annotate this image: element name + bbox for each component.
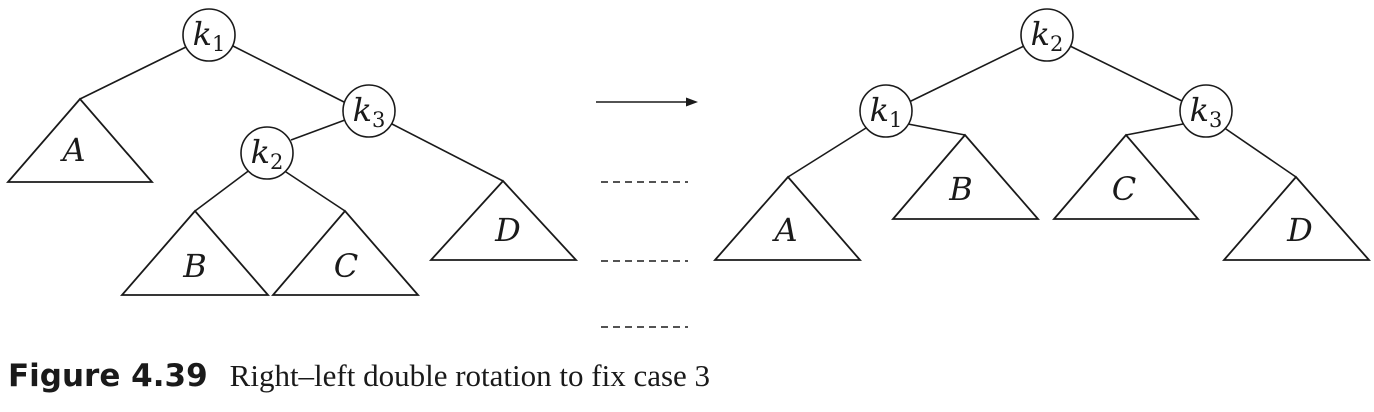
left-node-k2: k2 bbox=[240, 126, 294, 180]
right-edge-k3-D bbox=[1222, 126, 1297, 178]
right-edge-k1-A bbox=[787, 127, 867, 178]
left-node-k3-subscript: 3 bbox=[372, 108, 385, 132]
left-subtree-D-label: D bbox=[494, 211, 521, 249]
left-subtree-D-triangle bbox=[428, 179, 579, 261]
right-subtree-D-label: D bbox=[1286, 211, 1313, 249]
right-node-k1: k1 bbox=[859, 84, 913, 138]
svg-text:k1: k1 bbox=[193, 15, 226, 56]
left-edge-k2-B bbox=[194, 168, 252, 212]
left-subtree-A-triangle bbox=[6, 97, 154, 183]
left-tree: A B C D k1 k3 k2 bbox=[6, 8, 579, 296]
left-node-k3-letter: k bbox=[353, 91, 372, 129]
transform-arrow bbox=[596, 97, 698, 107]
svg-text:k1: k1 bbox=[870, 91, 903, 132]
right-edge-k1-B bbox=[907, 123, 966, 136]
right-node-k3-letter: k bbox=[1190, 91, 1209, 129]
left-edge-k2-C bbox=[282, 169, 346, 212]
right-subtree-B-label: B bbox=[948, 170, 973, 208]
left-subtree-C-triangle bbox=[271, 209, 420, 296]
right-node-k3: k3 bbox=[1179, 84, 1233, 138]
left-edge-k3-k2 bbox=[290, 119, 346, 141]
right-subtree-B-triangle bbox=[891, 133, 1040, 220]
right-edge-k2-k1 bbox=[908, 45, 1025, 103]
right-node-k3-subscript: 3 bbox=[1209, 108, 1222, 132]
arrow-head bbox=[686, 97, 698, 107]
left-subtree-A-label: A bbox=[59, 131, 85, 169]
right-subtree-D-triangle bbox=[1222, 175, 1371, 261]
svg-text:k3: k3 bbox=[1190, 91, 1223, 132]
right-node-k1-subscript: 1 bbox=[889, 108, 902, 132]
figure-caption: Figure 4.39 Right–left double rotation to… bbox=[8, 358, 710, 394]
left-node-k1: k1 bbox=[182, 8, 236, 62]
left-subtree-B-label: B bbox=[182, 247, 207, 285]
left-edge-k1-A bbox=[79, 46, 187, 100]
figure-label: Figure 4.39 bbox=[8, 358, 208, 394]
left-node-k1-letter: k bbox=[193, 15, 212, 53]
right-tree: A B C D k2 k1 k3 bbox=[713, 8, 1371, 261]
right-subtree-A-triangle bbox=[713, 175, 862, 261]
right-node-k1-letter: k bbox=[870, 91, 889, 129]
left-node-k2-letter: k bbox=[251, 133, 270, 171]
right-edge-k3-C bbox=[1125, 123, 1184, 136]
right-subtree-C-triangle bbox=[1052, 133, 1200, 220]
right-subtree-A-label: A bbox=[771, 211, 797, 249]
left-node-k2-subscript: 2 bbox=[270, 150, 283, 174]
right-subtree-C-label: C bbox=[1112, 170, 1136, 208]
left-node-k3: k3 bbox=[342, 84, 396, 138]
right-node-k2: k2 bbox=[1020, 8, 1074, 62]
left-subtree-C-label: C bbox=[334, 247, 358, 285]
right-node-k2-letter: k bbox=[1031, 15, 1050, 53]
svg-text:k3: k3 bbox=[353, 91, 386, 132]
left-node-k1-subscript: 1 bbox=[212, 32, 225, 56]
caption-text: Right–left double rotation to fix case 3 bbox=[229, 358, 711, 393]
svg-text:k2: k2 bbox=[251, 133, 284, 174]
left-edge-k3-D bbox=[391, 123, 504, 182]
left-subtree-B-triangle bbox=[120, 209, 270, 296]
right-edge-k2-k3 bbox=[1069, 45, 1185, 103]
left-edge-k1-k3 bbox=[232, 45, 347, 104]
right-node-k2-subscript: 2 bbox=[1050, 32, 1063, 56]
svg-text:k2: k2 bbox=[1031, 15, 1064, 56]
